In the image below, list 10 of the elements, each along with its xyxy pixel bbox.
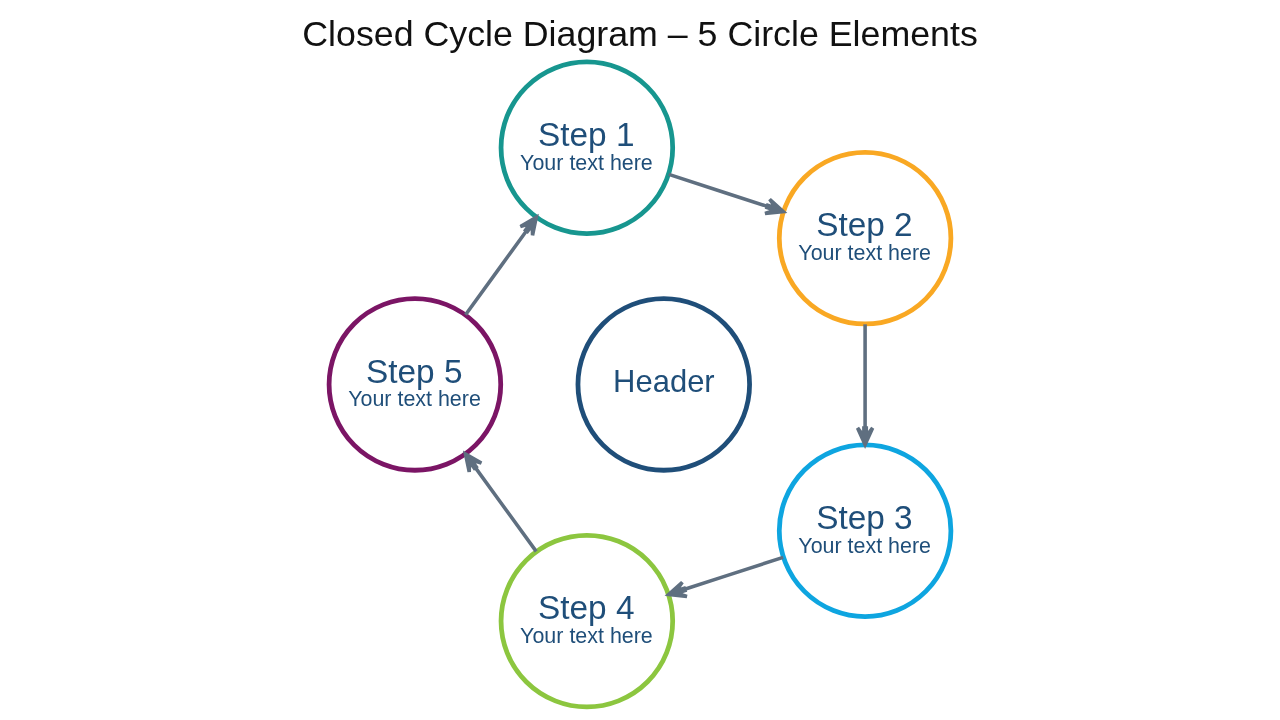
diagram-title: Closed Cycle Diagram – 5 Circle Elements [302,14,978,55]
node-circle: Step 2 Your text here [776,149,954,327]
arrow [463,452,538,553]
node-circle: Step 4 Your text here [498,532,676,710]
arrow [464,215,539,316]
node-circle: Step 3 Your text here [776,442,954,619]
arrow [668,172,785,216]
node-circle: Header [575,296,752,473]
arrow [666,555,784,599]
arrow [855,324,875,447]
